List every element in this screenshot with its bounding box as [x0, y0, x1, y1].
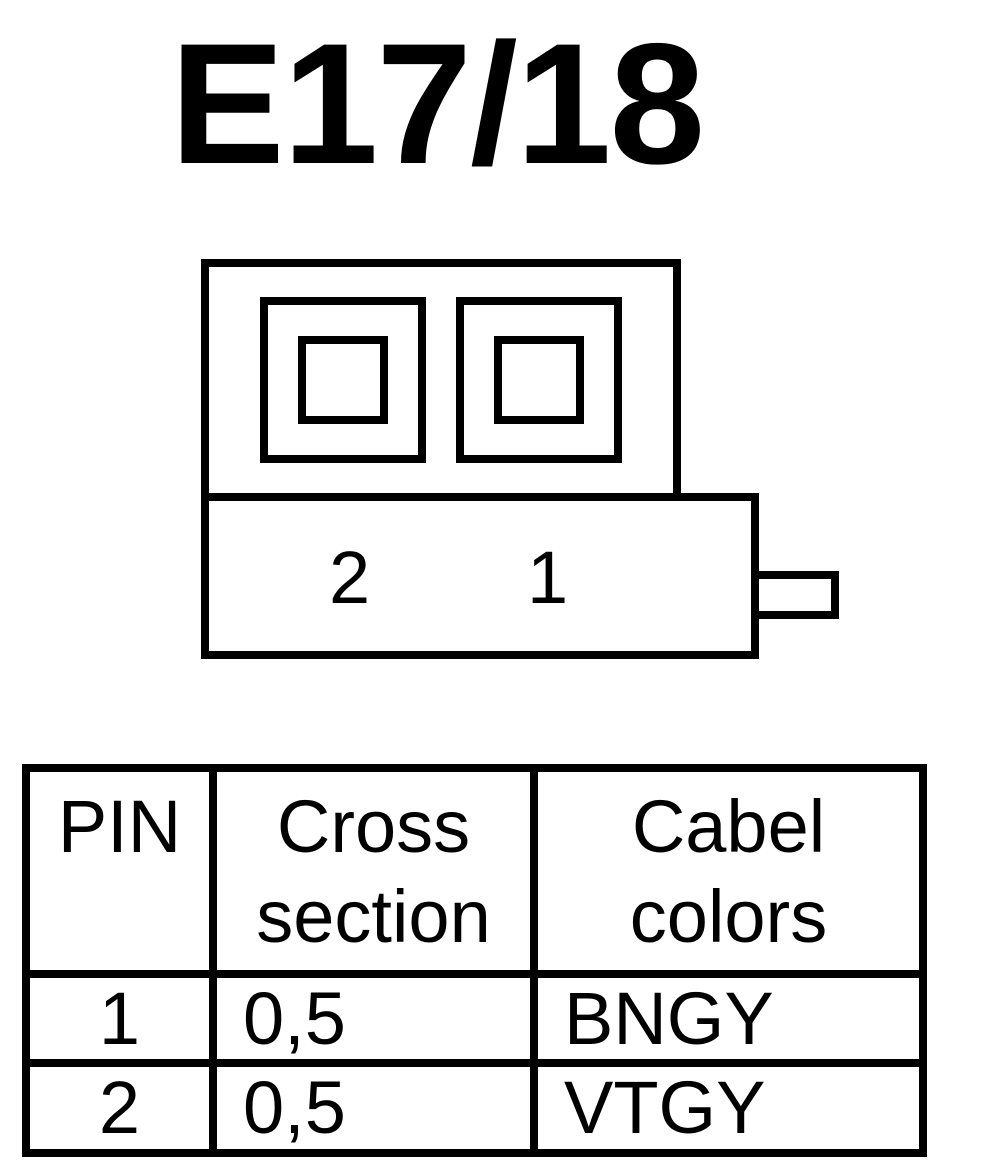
connector-diagram	[201, 259, 839, 659]
pin-label-1: 1	[527, 536, 569, 619]
pin-label-2: 2	[329, 536, 371, 619]
table-row: 1 0,5 BNGY	[22, 969, 927, 1068]
row-cross-section: 0,5	[209, 1059, 538, 1157]
header-cross-line2: section	[256, 875, 491, 959]
pin-cavity-1-inner	[494, 336, 584, 424]
row-cross-section: 0,5	[209, 969, 538, 1068]
header-pin: PIN	[22, 764, 217, 978]
row-cable-color: VTGY	[530, 1059, 927, 1157]
pin-cavity-1-outer	[456, 297, 622, 463]
pin-table: PIN Cross section Cabel colors 1 0,5 BNG…	[22, 764, 927, 1157]
pin-cavity-2-outer	[260, 297, 426, 463]
row-cable-color: BNGY	[530, 969, 927, 1068]
header-cross-section: Cross section	[209, 764, 538, 978]
connector-title: E17/18	[170, 8, 705, 200]
header-pin-label: PIN	[57, 785, 182, 868]
connector-housing-bottom	[201, 493, 759, 659]
table-row: 2 0,5 VTGY	[22, 1059, 927, 1157]
header-color-line1: Cabel	[631, 785, 826, 868]
header-color-line2: colors	[629, 875, 828, 959]
connector-latch	[751, 571, 839, 619]
pin-cavity-2-inner	[298, 336, 388, 424]
header-cross-line1: Cross	[276, 785, 471, 868]
row-pin: 2	[22, 1059, 217, 1157]
row-pin: 1	[22, 969, 217, 1068]
table-header-row: PIN Cross section Cabel colors	[22, 764, 927, 978]
header-cable-colors: Cabel colors	[530, 764, 927, 978]
